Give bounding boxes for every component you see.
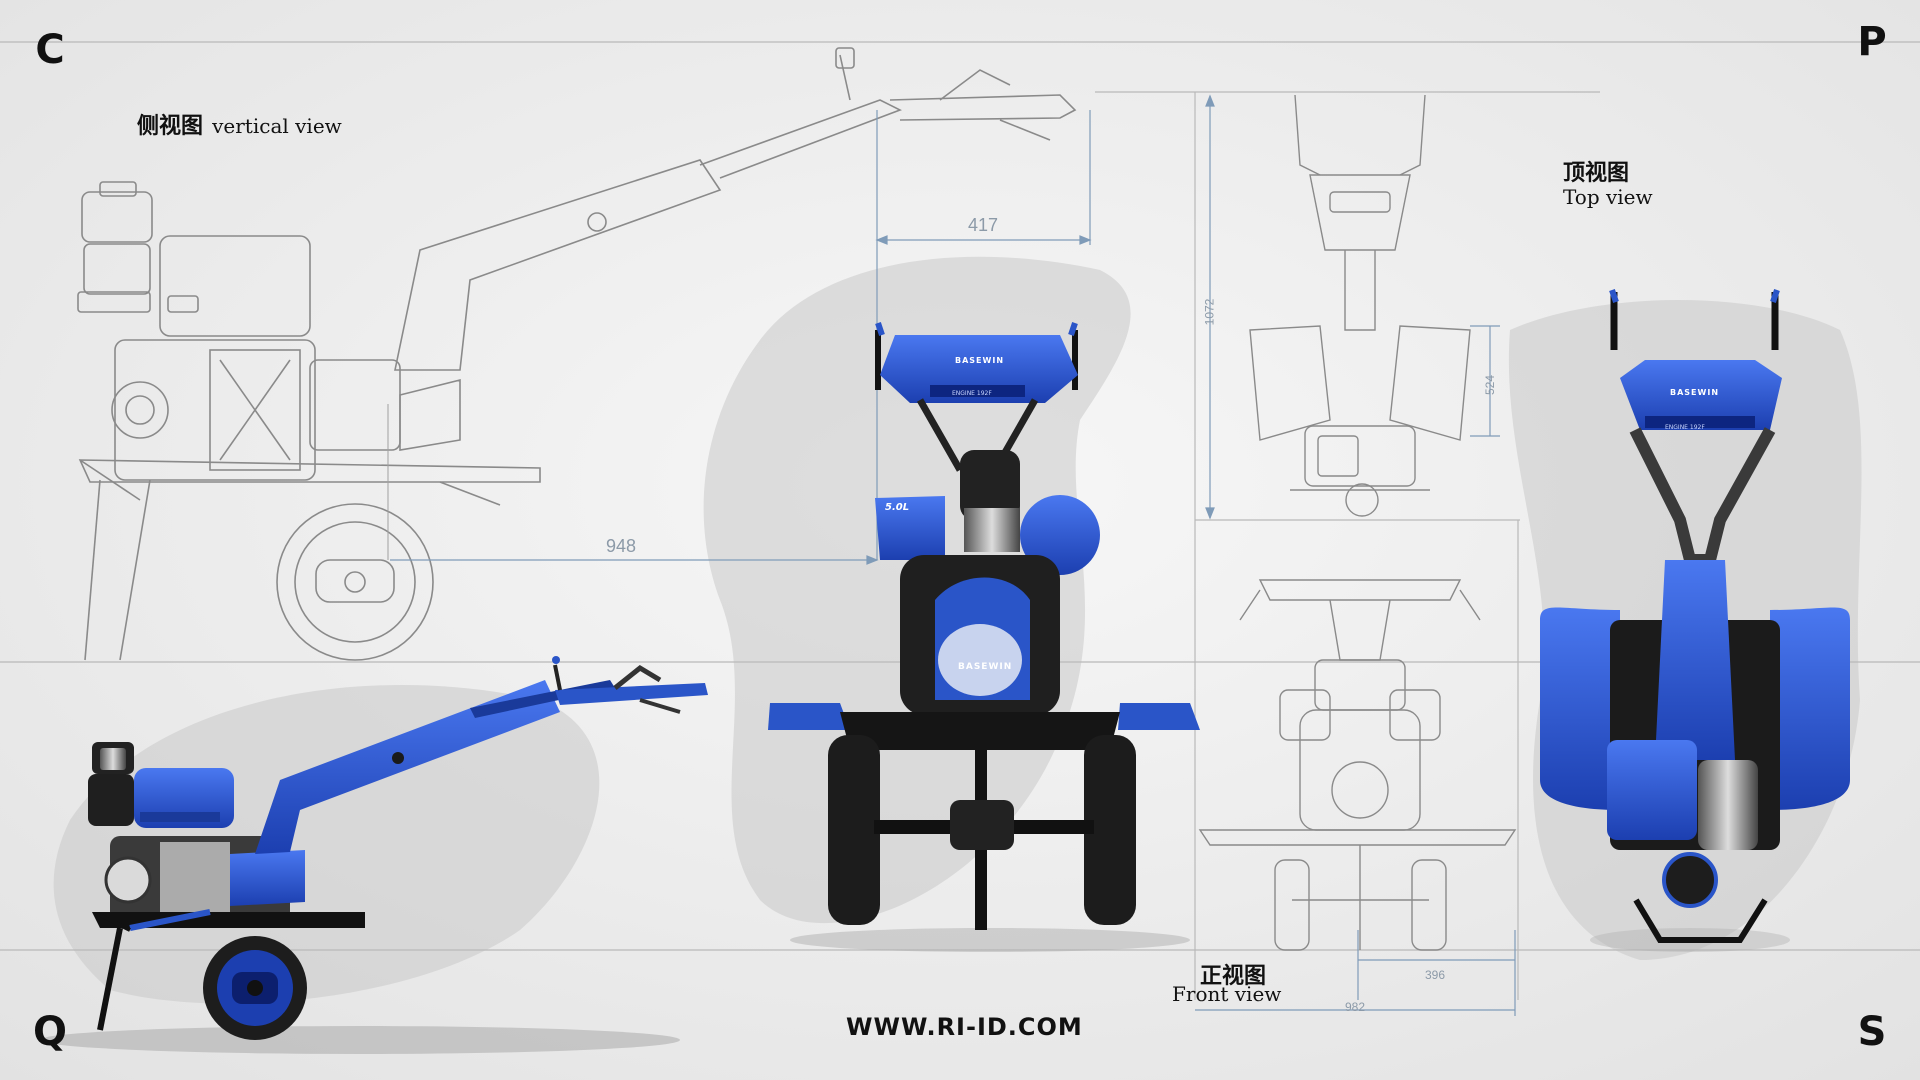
dimension-948: 948 bbox=[606, 536, 637, 556]
dimension-982: 982 bbox=[1345, 1000, 1366, 1014]
side-view-sketch bbox=[77, 47, 1077, 661]
dimension-396: 396 bbox=[1425, 968, 1446, 982]
dimension-1072: 1072 bbox=[1202, 298, 1217, 326]
side-view-render bbox=[40, 656, 708, 1054]
front-view-render bbox=[768, 322, 1200, 952]
side-view-label: 侧视图 vertical view bbox=[137, 108, 342, 140]
displacement-badge: 5.0L bbox=[885, 502, 910, 513]
side-view-label-cn: 侧视图 bbox=[137, 113, 204, 139]
top-view-sketch bbox=[1249, 94, 1471, 517]
corner-mark-bottom-right: S bbox=[1857, 1009, 1887, 1055]
front-view-label-cn: 正视图 bbox=[1200, 963, 1267, 989]
front-brand-logo: BASEWIN bbox=[955, 356, 1005, 365]
engine-cover-brand: BASEWIN bbox=[958, 662, 1013, 672]
top-brand-logo: BASEWIN bbox=[1670, 388, 1720, 397]
frame-lines bbox=[0, 41, 1920, 1000]
side-view-label-en: vertical view bbox=[212, 114, 342, 138]
top-engine-label: ENGINE 192F bbox=[1665, 424, 1705, 431]
top-view-label-cn: 顶视图 bbox=[1563, 160, 1630, 186]
dimension-524: 524 bbox=[1483, 374, 1498, 396]
top-view-label-en: Top view bbox=[1563, 185, 1653, 209]
dimension-417: 417 bbox=[968, 215, 999, 235]
front-engine-label: ENGINE 192F bbox=[952, 390, 992, 397]
corner-mark-top-right: P bbox=[1857, 19, 1887, 65]
website-url[interactable]: WWW.RI-ID.COM bbox=[846, 1013, 1083, 1041]
top-view-render bbox=[1540, 289, 1850, 952]
front-view-label-en: Front view bbox=[1172, 982, 1282, 1006]
corner-mark-bottom-left: Q bbox=[32, 1009, 67, 1055]
front-view-sketch bbox=[1198, 579, 1517, 951]
corner-mark-top-left: C bbox=[35, 27, 65, 73]
